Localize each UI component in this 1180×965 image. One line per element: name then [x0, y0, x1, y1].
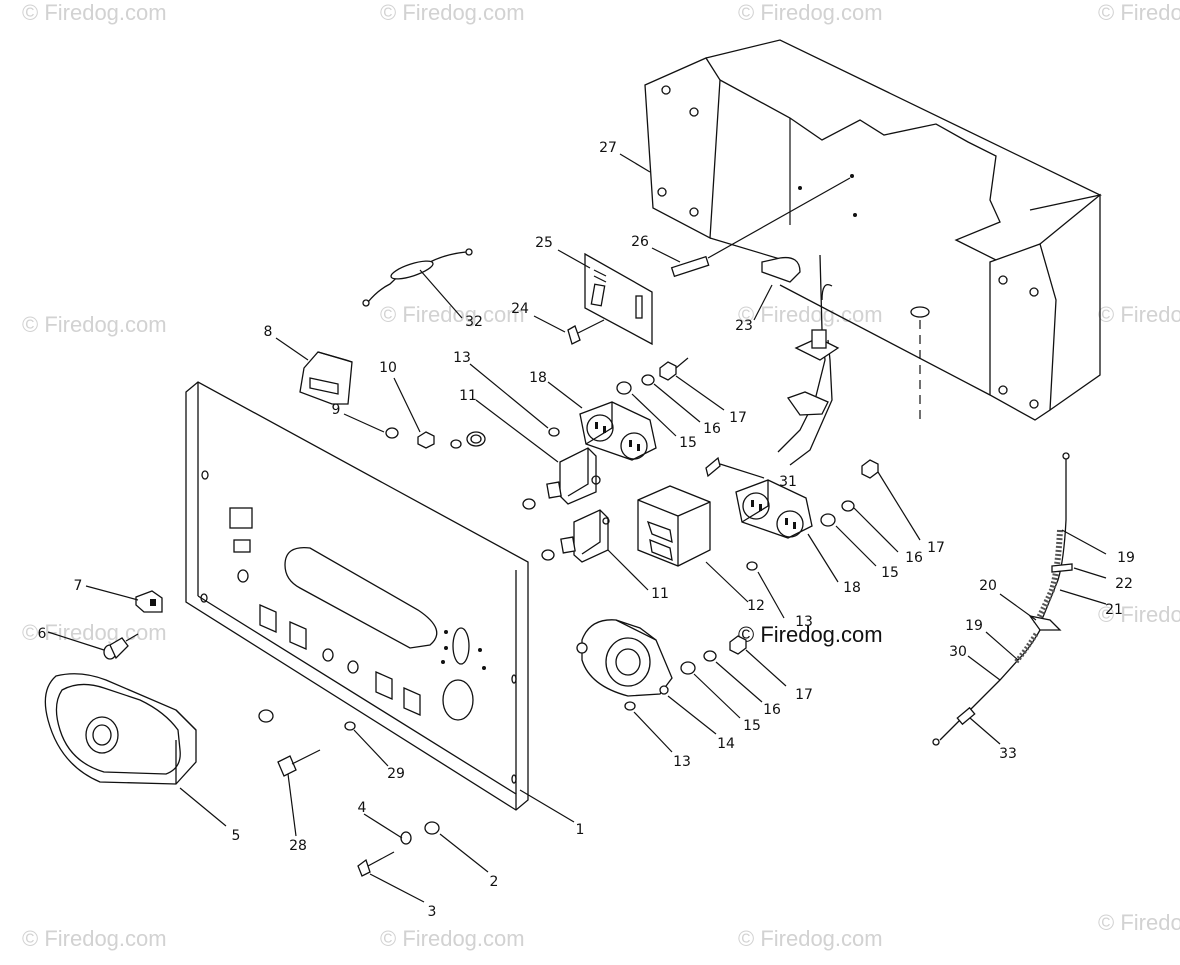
callout-12: 12	[747, 598, 765, 614]
watermark: © Firedog.com	[738, 0, 883, 25]
callout-15-mid: 15	[881, 565, 899, 581]
callout-8: 8	[264, 324, 273, 340]
watermark: © Firedog.com	[380, 302, 525, 327]
callout-23: 23	[735, 318, 753, 334]
receptacle-frame	[299, 351, 353, 405]
callout-2: 2	[490, 874, 499, 890]
fasteners-group-b	[746, 459, 879, 571]
callout-30: 30	[949, 644, 967, 660]
fasteners-upper	[385, 427, 486, 449]
watermark: © Firedog.com	[738, 622, 883, 647]
callout-33: 33	[999, 746, 1017, 762]
callout-11-bottom: 11	[651, 586, 669, 602]
callout-7: 7	[74, 578, 83, 594]
callout-11-top: 11	[459, 388, 477, 404]
callout-20: 20	[979, 578, 997, 594]
callout-16-mid: 16	[905, 550, 923, 566]
watermark: © Firedog.com	[738, 302, 883, 327]
callout-18-top: 18	[529, 370, 547, 386]
watermark: © Firedog.com	[1098, 0, 1180, 25]
faceplate	[44, 673, 197, 785]
watermark: © Firedog.com	[22, 926, 167, 951]
duplex-receptacle-lower	[735, 479, 813, 539]
callout-3: 3	[428, 904, 437, 920]
watermark: © Firedog.com	[22, 620, 167, 645]
callout-10: 10	[379, 360, 397, 376]
callout-21: 21	[1105, 602, 1123, 618]
watermark: © Firedog.com	[380, 0, 525, 25]
callout-28: 28	[289, 838, 307, 854]
relay-box	[637, 485, 711, 567]
watermark: © Firedog.com	[380, 926, 525, 951]
duplex-receptacle-upper	[579, 401, 657, 461]
callout-17-bottom: 17	[795, 687, 813, 703]
callout-18-mid: 18	[843, 580, 861, 596]
circuit-board	[584, 252, 653, 346]
callout-16-bottom: 16	[763, 702, 781, 718]
callout-32: 32	[465, 314, 483, 330]
watermark: © Firedog.com	[1098, 602, 1180, 627]
fasteners-lower	[258, 709, 440, 877]
callout-labels: 27 25 26 24 23 32 8 9 10 13 11 18 17 16 …	[38, 140, 1135, 920]
callout-4: 4	[358, 800, 367, 816]
callout-17-mid: 17	[927, 540, 945, 556]
callout-25: 25	[535, 235, 553, 251]
watermark: © Firedog.com	[738, 926, 883, 951]
callout-15-bottom: 15	[743, 718, 761, 734]
circuit-breaker-upper	[522, 447, 601, 510]
fasteners-group-c	[624, 635, 747, 711]
callout-16-top: 16	[703, 421, 721, 437]
callout-17-top: 17	[729, 410, 747, 426]
callout-26: 26	[631, 234, 649, 250]
throttle-cable	[932, 452, 1073, 746]
front-panel	[185, 381, 529, 811]
circuit-breaker-lower	[541, 509, 610, 563]
watermark: © Firedog.com	[22, 0, 167, 25]
enclosure-box	[644, 39, 1102, 425]
bracket	[761, 256, 801, 283]
callout-19-top: 19	[1117, 550, 1135, 566]
wire-harness	[362, 248, 473, 307]
leader-lines	[47, 153, 1107, 903]
rocker-switch	[135, 590, 163, 613]
callout-14: 14	[717, 736, 735, 752]
callout-24: 24	[511, 301, 529, 317]
watermark: © Firedog.com	[1098, 910, 1180, 935]
watermark: © Firedog.com	[1098, 302, 1180, 327]
wire-grommets	[777, 254, 840, 466]
watermark: © Firedog.com	[22, 312, 167, 337]
callout-31: 31	[779, 474, 797, 490]
fasteners-group-a	[548, 357, 689, 437]
callout-22: 22	[1115, 576, 1133, 592]
indicator-light	[103, 633, 139, 660]
twist-lock-receptacle	[576, 619, 673, 697]
callout-13-mid: 13	[795, 614, 813, 630]
callout-9: 9	[332, 402, 341, 418]
callout-13-top: 13	[453, 350, 471, 366]
clip	[705, 456, 721, 478]
callout-27: 27	[599, 140, 617, 156]
callout-5: 5	[232, 828, 241, 844]
callout-13-bottom: 13	[673, 754, 691, 770]
screw	[567, 319, 605, 345]
callout-19-bottom: 19	[965, 618, 983, 634]
watermark-layer: © Firedog.com © Firedog.com © Firedog.co…	[22, 0, 1180, 951]
callout-29: 29	[387, 766, 405, 782]
callout-15-top: 15	[679, 435, 697, 451]
callout-1: 1	[576, 822, 585, 838]
rod	[670, 177, 851, 278]
callout-6: 6	[38, 626, 47, 642]
